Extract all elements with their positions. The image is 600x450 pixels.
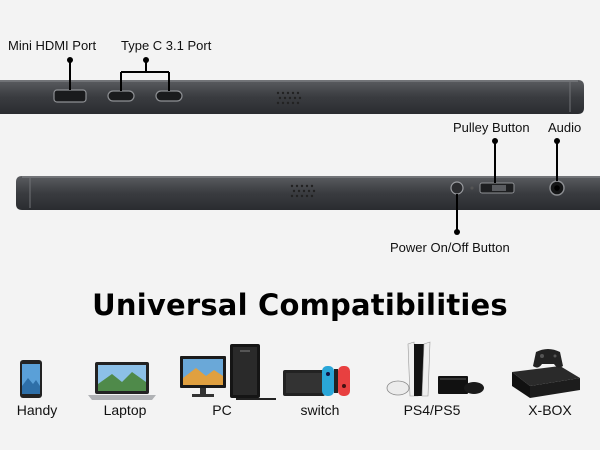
power-button-label: Power On/Off Button xyxy=(390,240,510,255)
xbox-console-icon xyxy=(512,349,580,398)
device-label-switch: switch xyxy=(300,402,340,418)
device-label-handy: Handy xyxy=(16,402,58,418)
type-c-port-2 xyxy=(155,90,183,102)
device-label-xbox: X-BOX xyxy=(528,402,572,418)
mini-hdmi-port-label: Mini HDMI Port xyxy=(8,38,97,53)
device-label-laptop: Laptop xyxy=(103,402,147,418)
desktop-pc-icon xyxy=(180,344,276,400)
game-console-switch-icon xyxy=(283,366,350,396)
page-title: Universal Compatibilities xyxy=(92,288,508,322)
speaker-grille-top xyxy=(276,91,302,105)
power-button xyxy=(450,181,464,195)
device-label-pc: PC xyxy=(212,402,232,418)
playstation-console-icon xyxy=(386,341,484,397)
smartphone-icon xyxy=(20,360,42,398)
audio-label: Audio xyxy=(548,120,582,135)
bottom-device-bar xyxy=(16,138,600,235)
laptop-icon xyxy=(88,362,156,400)
device-label-ps: PS4/PS5 xyxy=(403,402,461,418)
top-device-bar xyxy=(0,57,584,114)
type-c-port-label: Type C 3.1 Port xyxy=(121,38,212,53)
speaker-grille-bottom xyxy=(290,184,316,198)
type-c-port-1 xyxy=(107,90,135,102)
mini-hdmi-port xyxy=(53,89,87,103)
pulley-button-label: Pulley Button xyxy=(453,120,530,135)
